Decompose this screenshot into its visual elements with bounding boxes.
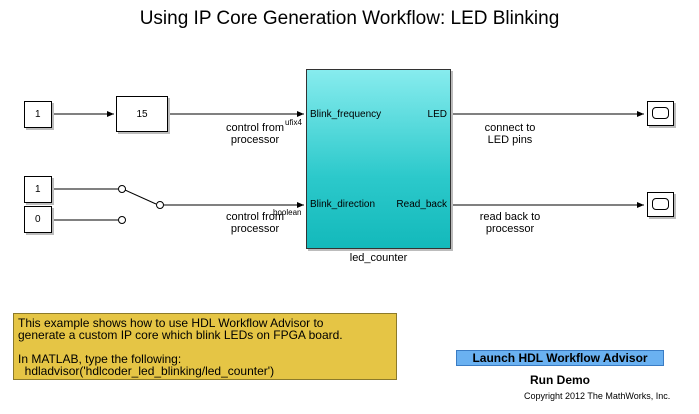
- signal-label-line: LED pins: [487, 134, 533, 146]
- scope-block-readback[interactable]: [647, 192, 674, 217]
- constant-block-one[interactable]: 1: [24, 101, 52, 128]
- signal-label-line: processor: [485, 223, 535, 235]
- scope-icon: [652, 107, 669, 119]
- output-port-led: LED: [427, 109, 447, 120]
- signal-label-direction: control from processor: [220, 211, 290, 235]
- diagram-title: Using IP Core Generation Workflow: LED B…: [139, 8, 560, 29]
- launch-hdl-workflow-advisor-button[interactable]: Launch HDL Workflow Advisor: [456, 350, 664, 366]
- note-line: hdladvisor('hdlcoder_led_blinking/led_co…: [18, 364, 275, 378]
- signal-label-line: control from: [225, 122, 285, 134]
- note-line: generate a custom IP core which blink LE…: [18, 328, 343, 342]
- signal-label-line: connect to: [484, 122, 536, 134]
- led-counter-subsystem[interactable]: Blink_frequency Blink_direction LED Read…: [306, 69, 451, 249]
- constant-value: 0: [35, 214, 41, 225]
- copyright-text: Copyright 2012 The MathWorks, Inc.: [524, 391, 671, 401]
- input-port-blink-direction: Blink_direction: [310, 199, 376, 210]
- signal-label-line: processor: [230, 223, 280, 235]
- signal-datatype-direction: boolean: [273, 208, 302, 217]
- signal-label-led: connect to LED pins: [470, 122, 550, 146]
- scope-block-led[interactable]: [647, 101, 674, 126]
- signal-label-frequency: control from processor: [220, 122, 290, 146]
- input-port-blink-frequency: Blink_frequency: [310, 109, 382, 120]
- gain-value: 15: [136, 108, 148, 120]
- constant-block-switch-bottom[interactable]: 0: [24, 206, 52, 233]
- constant-value: 1: [35, 109, 41, 120]
- switch-contact-top: [118, 185, 126, 193]
- signal-label-line: processor: [230, 134, 280, 146]
- note-line: This example shows how to use HDL Workfl…: [18, 316, 324, 330]
- description-annotation: This example shows how to use HDL Workfl…: [13, 313, 397, 380]
- subsystem-name: led_counter: [349, 252, 408, 264]
- gain-block[interactable]: 15: [116, 96, 168, 132]
- signal-datatype-frequency: ufix4: [285, 118, 302, 127]
- run-demo-link[interactable]: Run Demo: [530, 373, 590, 387]
- scope-icon: [652, 198, 669, 210]
- switch-contact-common: [156, 201, 164, 209]
- constant-value: 1: [35, 184, 41, 195]
- output-port-read-back: Read_back: [396, 199, 447, 210]
- signal-label-line: read back to: [479, 211, 541, 223]
- note-line: In MATLAB, type the following:: [18, 352, 182, 366]
- constant-block-switch-top[interactable]: 1: [24, 176, 52, 203]
- switch-lever: [124, 189, 157, 205]
- signal-label-line: control from: [225, 211, 285, 223]
- switch-contact-bottom: [118, 216, 126, 224]
- signal-label-readback: read back to processor: [468, 211, 552, 235]
